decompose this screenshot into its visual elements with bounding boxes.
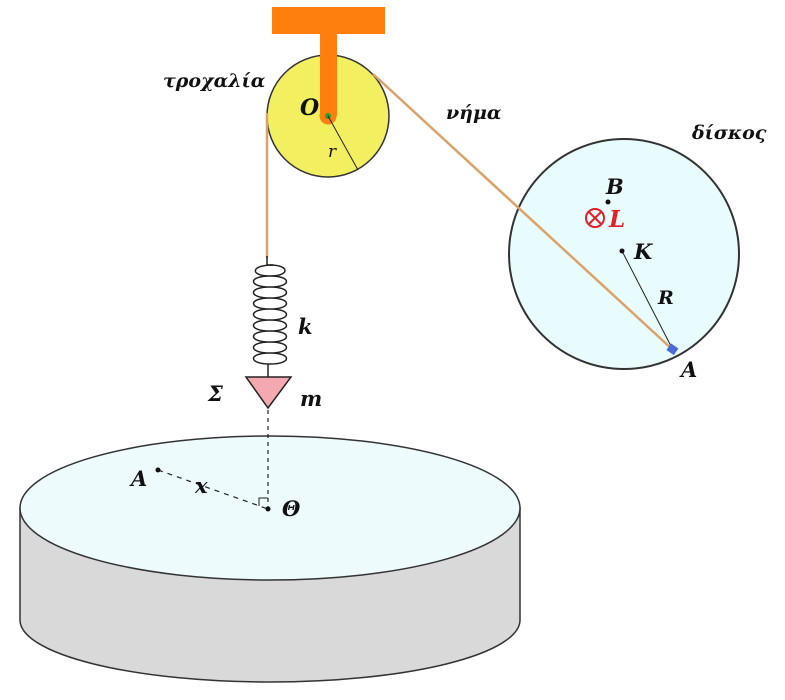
table-point-a-dot [155,467,161,473]
string-label: νήμα [446,102,502,124]
distance-label: x [194,473,208,498]
disk-group [508,138,740,370]
disk-point-b-dot [605,199,611,205]
string-attachment-point [666,343,679,356]
spring-coil [252,264,288,365]
disk-label: δίσκος [691,122,767,144]
mass-label: m [300,386,322,411]
table-point-theta-dot [265,506,271,512]
disk-radius-line [621,250,674,351]
disk-point-a-label: A [679,357,697,382]
right-angle-marker [258,497,268,506]
string-to-disk [372,73,674,351]
disk-point-b-label: B [605,174,624,199]
spring [252,256,288,377]
disk-center-label: K [633,239,653,264]
body-label: Σ [207,381,223,406]
spring-constant-label: k [298,314,313,339]
into-page-cross-2 [587,210,603,226]
table-point-theta-label: Θ [282,496,301,521]
pulley-label: τροχαλία [163,70,266,92]
angular-momentum-label: L [608,206,625,233]
table [19,435,521,683]
table-point-a-label: A [129,466,147,491]
pulley-radius-line [327,115,359,171]
mass-body [244,376,293,410]
pulley-center-label: O [300,95,319,121]
into-page-circle [585,208,605,228]
disk-center-dot [619,248,625,254]
ceiling-bar [272,7,385,34]
pulley-arm [320,30,337,116]
pulley-radius-label: r [328,142,337,162]
disk-radius-label: R [657,287,674,309]
